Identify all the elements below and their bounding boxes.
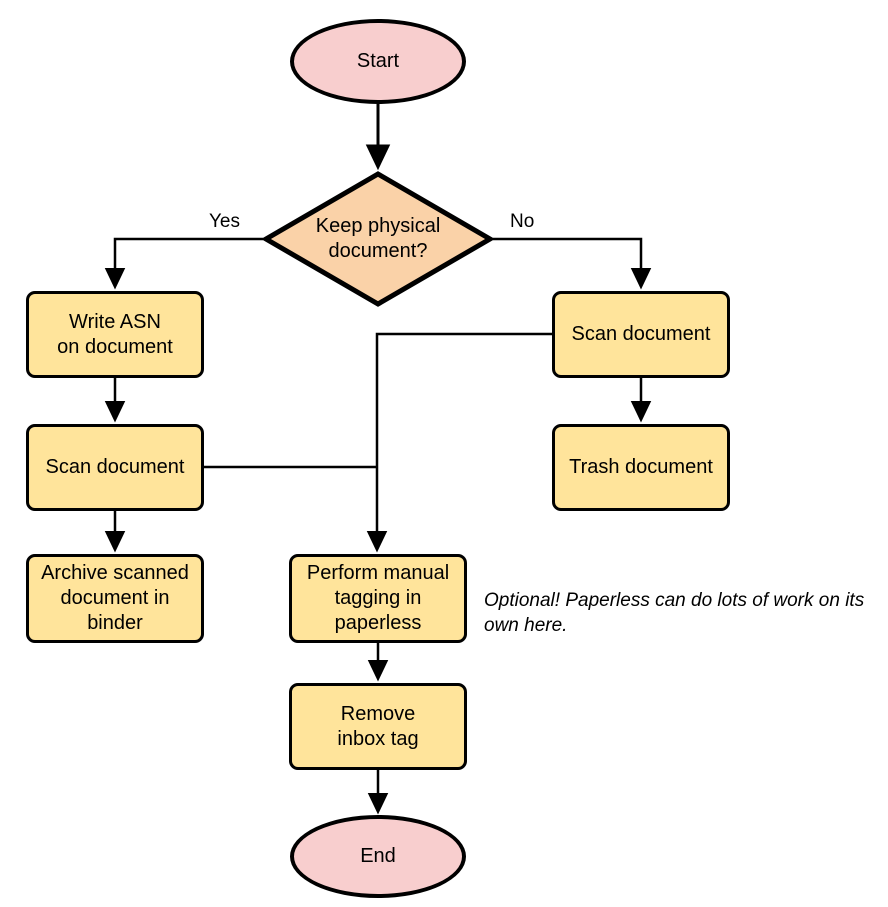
node-trash-document[interactable]: Trash document	[552, 424, 730, 511]
edge-decision-no-to-scan-right	[493, 237, 652, 290]
node-write-asn-on-document[interactable]: Write ASN on document	[26, 291, 204, 378]
node-decision-label: Keep physical document?	[315, 215, 441, 262]
node-remove-inbox-tag[interactable]: Remove inbox tag	[289, 683, 467, 770]
node-perform-manual-tagging[interactable]: Perform manual tagging in paperless	[289, 554, 467, 643]
node-end-label: End	[360, 845, 396, 867]
node-scan-document-left-label: Scan document	[45, 456, 185, 478]
node-archive-scanned-document-label: Archive scanned document in binder	[41, 562, 189, 634]
node-start[interactable]: Start	[290, 19, 466, 104]
edge-label-yes: Yes	[209, 211, 240, 232]
node-decision-keep-physical-document[interactable]: Keep physical document?	[263, 171, 493, 307]
node-scan-document-right[interactable]: Scan document	[552, 291, 730, 378]
annotation-optional-note: Optional! Paperless can do lots of work …	[484, 590, 865, 636]
node-write-asn-label: Write ASN on document	[57, 310, 173, 358]
edge-label-no: No	[510, 211, 535, 232]
diamond-shape	[263, 171, 493, 307]
edge-scan-right-to-tagging	[366, 332, 552, 553]
node-start-label: Start	[356, 50, 400, 72]
edge-decision-yes-to-write-asn	[104, 237, 263, 290]
node-scan-document-left[interactable]: Scan document	[26, 424, 204, 511]
node-trash-document-label: Trash document	[569, 456, 713, 478]
node-scan-document-right-label: Scan document	[571, 323, 711, 345]
node-archive-scanned-document[interactable]: Archive scanned document in binder	[26, 554, 204, 643]
node-perform-manual-tagging-label: Perform manual tagging in paperless	[306, 562, 450, 634]
node-remove-inbox-tag-label: Remove inbox tag	[337, 702, 419, 750]
node-end[interactable]: End	[290, 815, 466, 898]
